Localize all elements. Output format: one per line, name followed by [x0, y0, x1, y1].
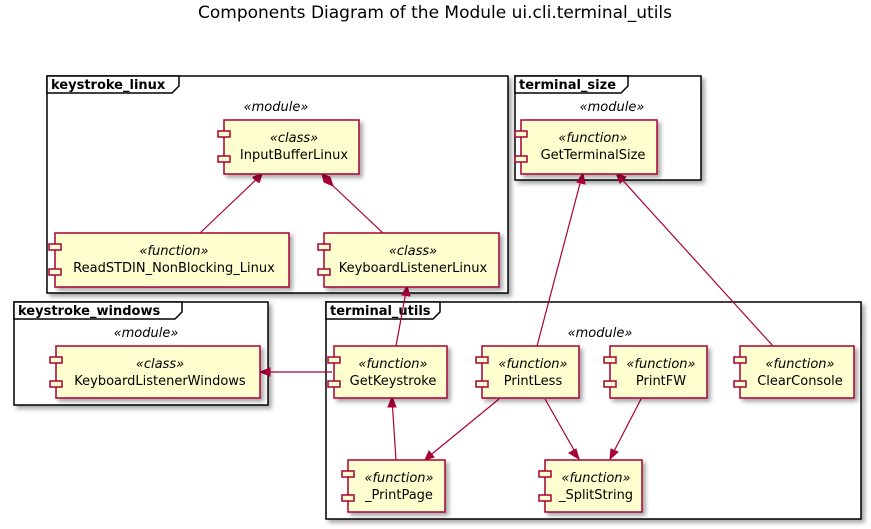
- component-stereotype: «function»: [139, 244, 208, 259]
- edge-keyboardlistenerlinux-to-inputbuffer: [321, 173, 384, 234]
- package-stereotype: «module»: [114, 326, 179, 341]
- edge-clearconsole-to-getterminalsize: [615, 172, 774, 347]
- package-name: terminal_utils: [330, 304, 431, 319]
- component-getkeystroke: «function» GetKeystroke: [327, 345, 448, 399]
- component-printpage: «function» _PrintPage: [341, 459, 446, 513]
- component-name: KeyboardListenerWindows: [74, 374, 246, 389]
- component-stereotype: «function»: [626, 357, 695, 372]
- component-inputbufferlinux: «class» InputBufferLinux: [217, 119, 360, 175]
- component-splitstring: «function» _SplitString: [538, 459, 643, 513]
- component-name: PrintFW: [636, 374, 686, 389]
- component-stereotype: «function»: [498, 357, 567, 372]
- component-printfw: «function» PrintFW: [603, 345, 708, 399]
- component-name: _SplitString: [558, 488, 633, 503]
- component-readstdin-nonblocking-linux: «function» ReadSTDIN_NonBlocking_Linux: [48, 232, 290, 288]
- component-keyboardlistenerwindows: «class» KeyboardListenerWindows: [49, 345, 261, 399]
- component-stereotype: «function»: [364, 471, 433, 486]
- edge-printless-to-splitstring: [544, 398, 580, 461]
- component-stereotype: «class»: [270, 131, 318, 146]
- diagram-title: Components Diagram of the Module ui.cli.…: [198, 3, 672, 23]
- edge-printfw-to-splitstring: [609, 398, 642, 461]
- component-name: ClearConsole: [757, 374, 843, 389]
- component-stereotype: «class»: [136, 357, 184, 372]
- package-stereotype: «module»: [580, 100, 645, 115]
- component-stereotype: «function»: [765, 357, 834, 372]
- component-name: _PrintPage: [364, 488, 433, 503]
- package-name: terminal_size: [519, 78, 616, 93]
- component-stereotype: «class»: [389, 244, 437, 259]
- package-name: keystroke_linux: [51, 78, 166, 93]
- component-stereotype: «function»: [561, 471, 630, 486]
- edge-printless-to-printpage: [424, 398, 500, 461]
- component-name: KeyboardListenerLinux: [339, 261, 488, 276]
- edge-printless-to-getterminalsize: [536, 171, 586, 347]
- component-name: PrintLess: [504, 374, 563, 389]
- edge-printpage-to-getkeystroke: [387, 395, 397, 461]
- component-name: ReadSTDIN_NonBlocking_Linux: [73, 261, 275, 276]
- component-keyboardlistenerlinux: «class» KeyboardListenerLinux: [317, 232, 500, 288]
- component-name: GetTerminalSize: [541, 148, 646, 163]
- package-stereotype: «module»: [568, 326, 633, 341]
- edge-getkeystroke-to-keyboardlistenerlinux: [395, 284, 411, 347]
- component-name: InputBufferLinux: [240, 148, 348, 163]
- component-clearconsole: «function» ClearConsole: [733, 345, 855, 399]
- component-stereotype: «function»: [558, 131, 627, 146]
- package-name: keystroke_windows: [18, 304, 160, 319]
- component-getterminalsize: «function» GetTerminalSize: [514, 119, 658, 175]
- component-name: GetKeystroke: [350, 374, 437, 389]
- component-printless: «function» PrintLess: [475, 345, 580, 399]
- package-stereotype: «module»: [244, 100, 309, 115]
- edge-getkeystroke-to-keyboardlistenerwindows: [258, 367, 332, 377]
- component-stereotype: «function»: [358, 357, 427, 372]
